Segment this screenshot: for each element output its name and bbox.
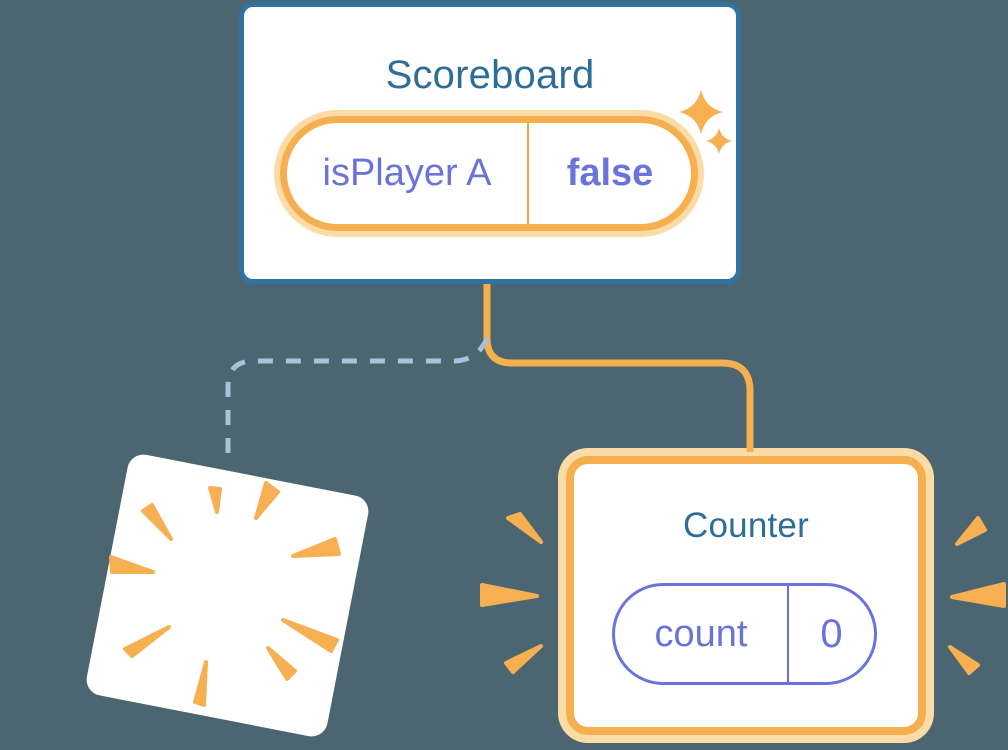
- counter-title: Counter: [683, 506, 809, 545]
- pill-divider: [787, 586, 789, 682]
- scoreboard-component-card: Scoreboard isPlayer A false: [239, 2, 741, 284]
- counter-state-key: count: [654, 612, 748, 655]
- emphasis-right-icon: [948, 516, 1006, 675]
- counter-state-value: 0: [820, 611, 843, 656]
- counter-component-card: Counter count 0: [566, 456, 926, 735]
- scoreboard-title: Scoreboard: [385, 53, 595, 97]
- scoreboard-state-key: isPlayer A: [322, 152, 492, 194]
- destroyed-component-card: [83, 451, 372, 740]
- active-branch-connector: [483, 284, 754, 452]
- removed-branch-connector: [225, 336, 490, 462]
- counter-state-pill: count 0: [612, 583, 877, 685]
- emphasis-left-icon: [480, 512, 543, 674]
- pill-divider: [527, 123, 529, 224]
- scoreboard-state-value: false: [566, 152, 654, 194]
- scoreboard-state-pill: isPlayer A false: [280, 116, 698, 231]
